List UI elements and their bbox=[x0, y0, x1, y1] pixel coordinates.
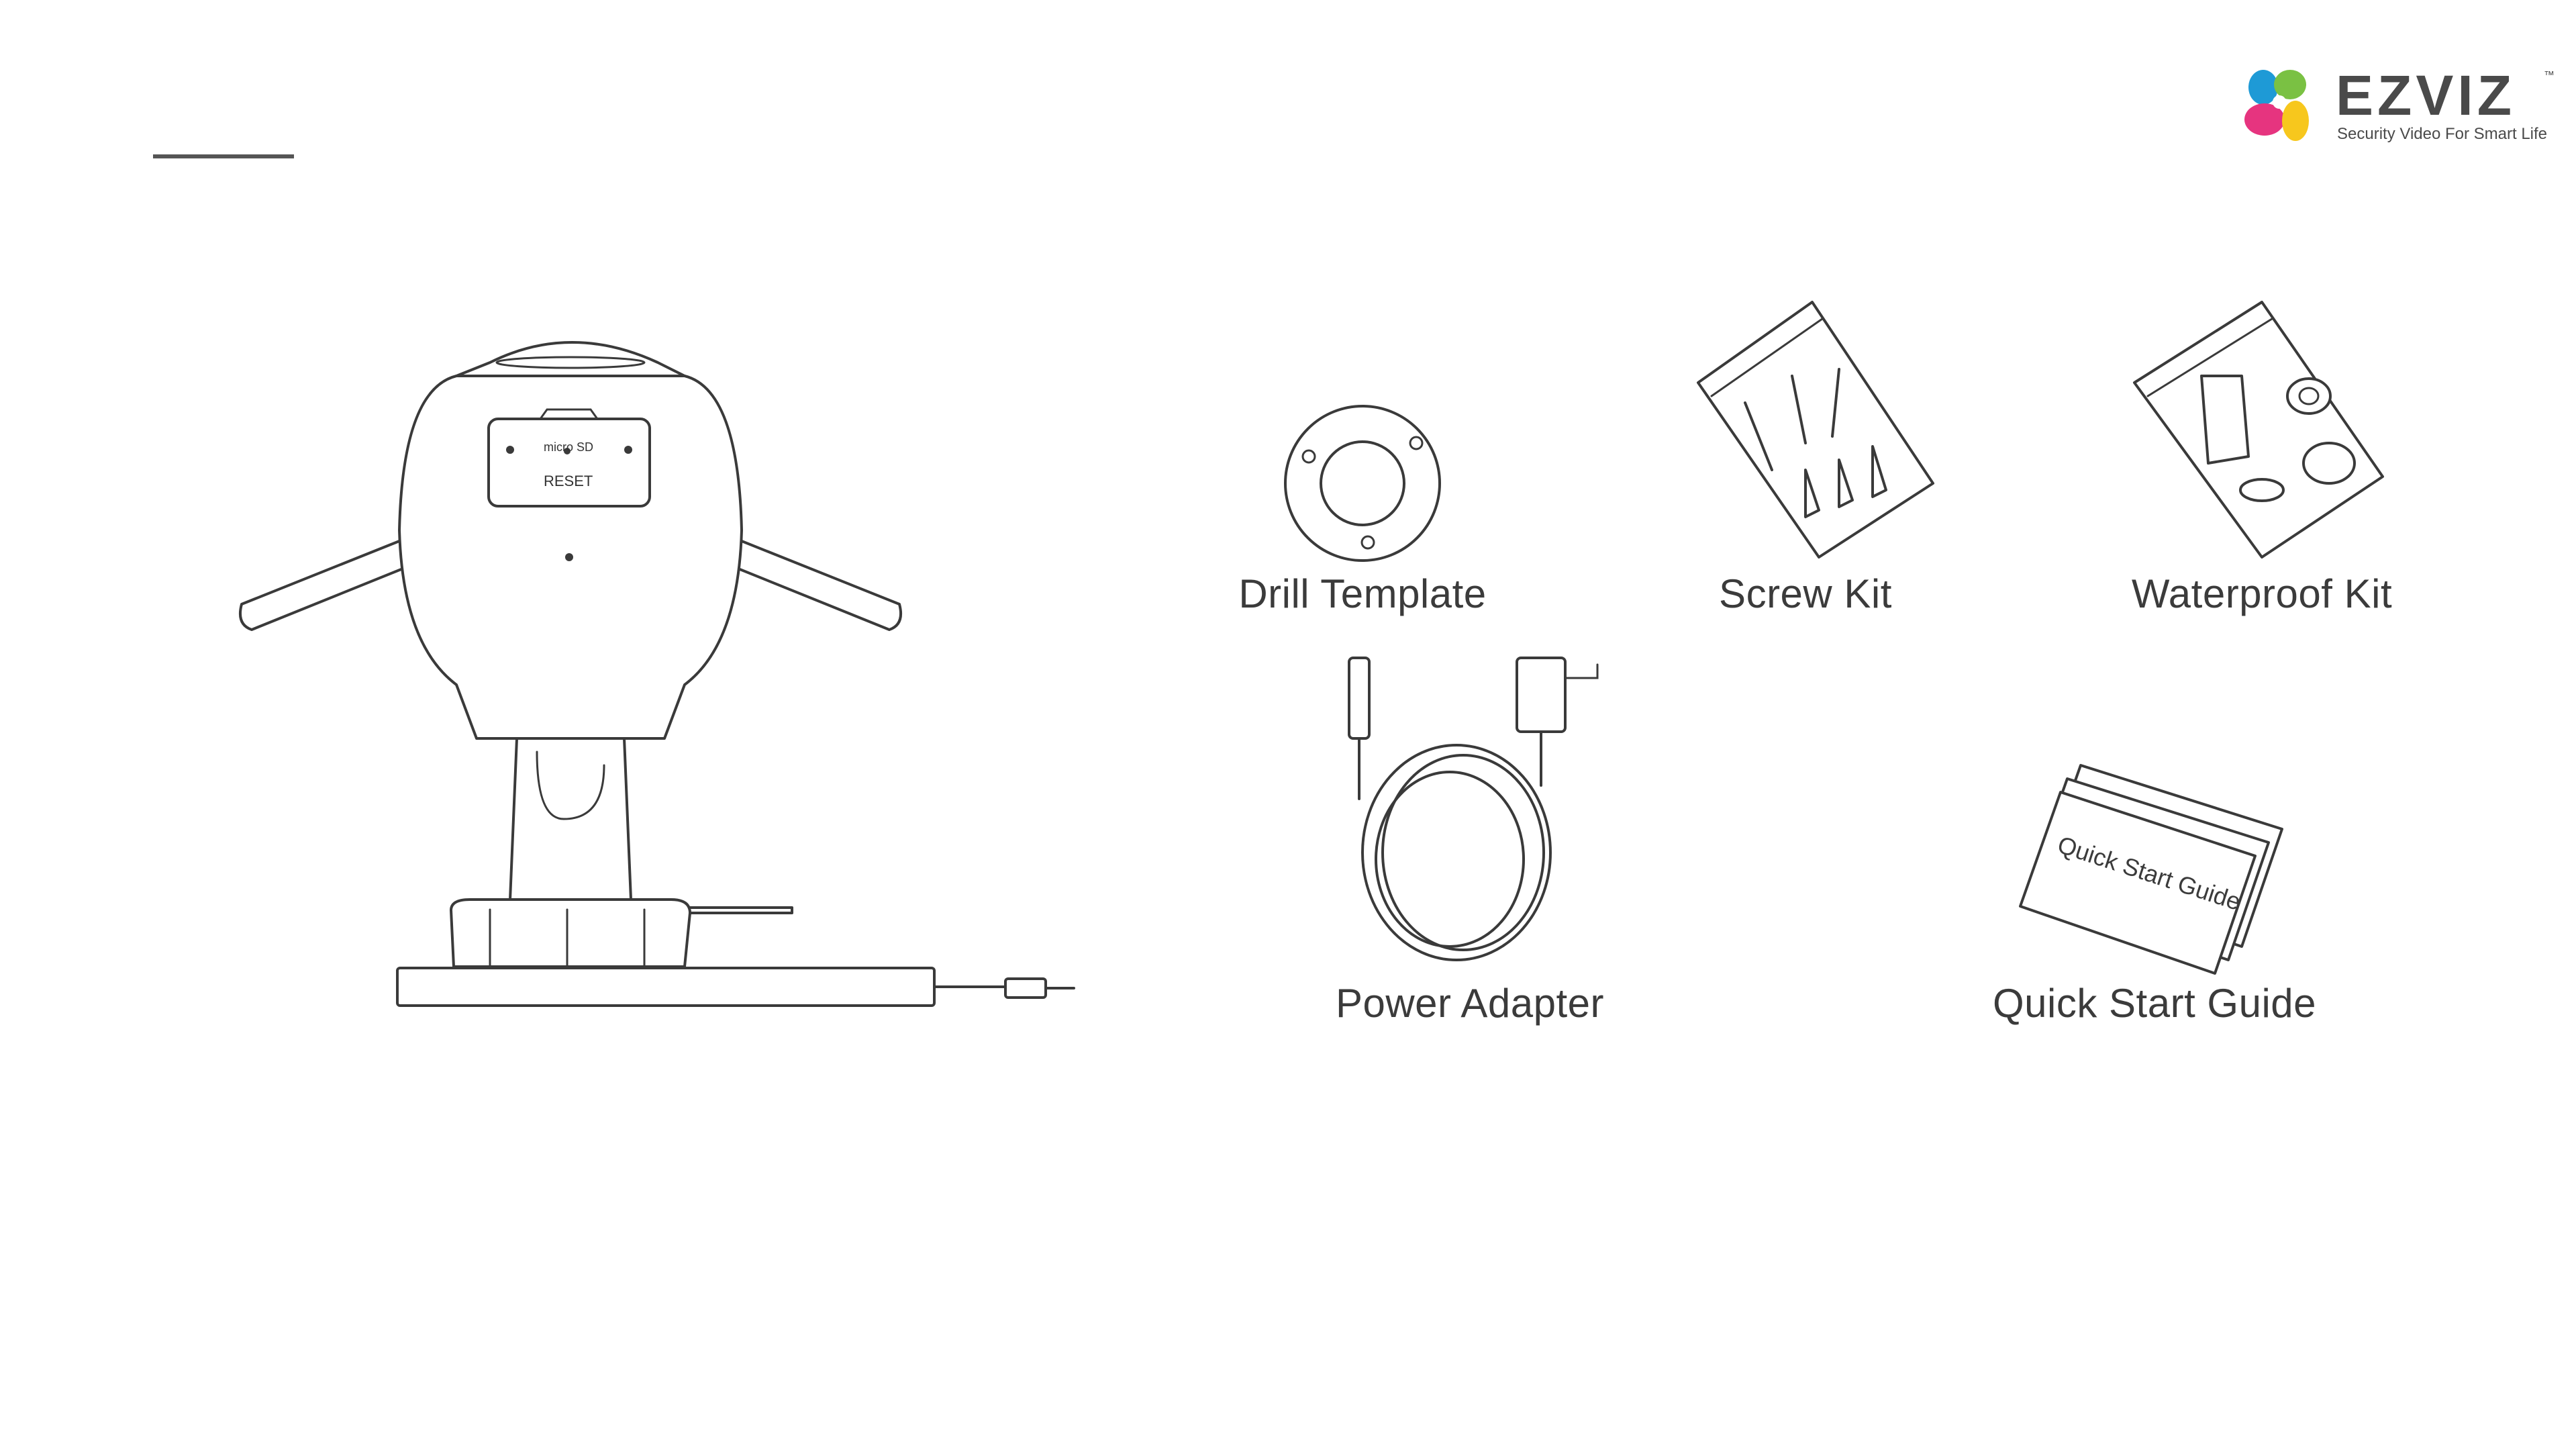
quick-start-guide-illustration: Quick Start Guide bbox=[2014, 759, 2295, 980]
power-adapter-label: Power Adapter bbox=[1329, 980, 1611, 1026]
screw-kit-label: Screw Kit bbox=[1665, 571, 1946, 617]
brand-logo: EZVIZ ™ Security Video For Smart Life bbox=[2242, 60, 2557, 154]
quick-start-guide-label: Quick Start Guide bbox=[1946, 980, 2363, 1026]
drill-template-illustration bbox=[1275, 396, 1450, 571]
screw-kit-illustration bbox=[1685, 295, 1940, 564]
waterproof-kit-label: Waterproof Kit bbox=[2121, 571, 2403, 617]
title-accent-line bbox=[153, 154, 294, 158]
power-adapter-illustration bbox=[1316, 651, 1631, 967]
camera-panel-reset-label: RESET bbox=[544, 473, 593, 490]
brand-trademark: ™ bbox=[2544, 70, 2555, 82]
camera-illustration: micro SD RESET bbox=[201, 309, 1074, 1081]
waterproof-kit-illustration bbox=[2128, 295, 2389, 564]
brand-name: EZVIZ bbox=[2336, 63, 2516, 128]
drill-template-label: Drill Template bbox=[1222, 571, 1503, 617]
camera-panel-microsd-label: micro SD bbox=[544, 440, 593, 454]
brand-tagline: Security Video For Smart Life bbox=[2337, 125, 2547, 144]
